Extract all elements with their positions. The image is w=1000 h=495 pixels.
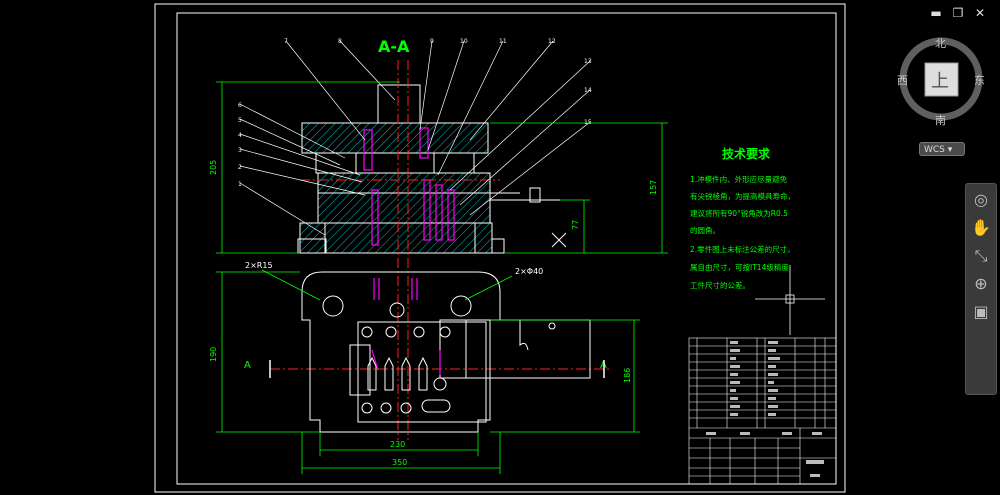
parts-list-table [688, 337, 837, 485]
part-label-10: 10 [460, 38, 468, 45]
leader-lines [239, 40, 591, 236]
dim-width-inner: 230 [390, 440, 405, 449]
part-label-12: 12 [548, 38, 556, 45]
part-label-15: 15 [584, 119, 592, 126]
tech-title: 技术要求 [722, 146, 771, 161]
part-label-4: 4 [238, 132, 242, 139]
plan-view [301, 271, 591, 433]
section-marker-left: A [244, 360, 251, 371]
tech-notes: 1.冲模件内、外形应尽量避免 有尖锐棱角，为提高模具寿命， 建议将所有90°锐角… [690, 174, 795, 290]
part-label-11: 11 [499, 38, 507, 45]
dim-height-right: 157 [649, 180, 658, 195]
tech-line-4: 的圆角。 [690, 225, 720, 235]
close-button[interactable]: ✕ [974, 6, 986, 20]
tech-line-2: 有尖锐棱角，为提高模具寿命， [690, 191, 795, 201]
orbit-icon[interactable]: ⊕ [974, 274, 988, 293]
dim-dia-holes: 2×Φ40 [515, 267, 543, 276]
sheet-outer-border [154, 3, 846, 493]
part-label-5: 5 [238, 117, 242, 124]
viewcube-face-label: 上 [931, 71, 949, 92]
plan-punches [367, 356, 447, 391]
pan-icon[interactable]: ✋ [971, 218, 991, 237]
tech-line-1: 1.冲模件内、外形应尽量避免 [690, 174, 788, 184]
compass-south[interactable]: 南 [935, 114, 946, 127]
restore-button[interactable]: ❐ [952, 6, 964, 20]
parts-list-fills [706, 341, 824, 477]
zoom-icon[interactable]: ⤡ [974, 246, 988, 265]
dim-plan-right: 186 [623, 368, 632, 383]
tech-line-3: 建议将所有90°锐角改为R0.5 [690, 208, 788, 218]
sheet-inner-border [176, 12, 837, 485]
dim-plan-height: 190 [209, 347, 218, 362]
section-title: A-A [378, 37, 410, 56]
part-label-3: 3 [238, 147, 242, 154]
part-label-8: 8 [338, 38, 342, 45]
viewcube-compass-ring [899, 37, 983, 121]
steering-wheel-icon[interactable]: ◎ [974, 190, 988, 209]
viewcube-face-top[interactable] [924, 62, 959, 97]
compass-east[interactable]: 东 [974, 74, 985, 87]
part-label-14: 14 [584, 87, 592, 94]
plan-dimensions [216, 269, 640, 474]
navigation-bar: ◎ ✋ ⤡ ⊕ ▣ [965, 183, 997, 395]
part-label-1: 1 [238, 181, 242, 188]
viewcube[interactable]: 上 北 南 东 西 [897, 37, 985, 127]
minimize-button[interactable]: ▬ [930, 6, 942, 20]
tech-line-5: 2.零件图上未标注公差的尺寸， [690, 244, 795, 254]
section-punches [363, 127, 455, 246]
tech-line-7: 工件尺寸的公差。 [690, 280, 750, 290]
part-label-9: 9 [430, 38, 434, 45]
section-cut-arrows [269, 360, 605, 378]
section-view [297, 84, 560, 254]
section-cross-mark [551, 232, 567, 248]
section-dimensions [216, 81, 668, 254]
part-number-labels: 1 2 3 4 5 6 7 8 9 10 11 12 13 14 15 [238, 38, 592, 188]
compass-west[interactable]: 西 [897, 74, 908, 87]
part-label-6: 6 [238, 102, 242, 109]
dim-height-total: 205 [209, 160, 218, 175]
dim-radius-holes: 2×R15 [245, 261, 273, 270]
plan-holes [322, 295, 556, 414]
compass-north[interactable]: 北 [935, 37, 946, 50]
showmotion-icon[interactable]: ▣ [973, 302, 989, 321]
tech-line-6: 属自由尺寸，可按IT14级精度 [690, 262, 789, 272]
part-label-13: 13 [584, 58, 592, 65]
plan-magenta-pins [371, 278, 441, 375]
crosshair-cursor [755, 265, 825, 335]
wcs-label: WCS [924, 145, 945, 155]
window-controls: ▬ ❐ ✕ [930, 6, 986, 20]
part-label-7: 7 [284, 38, 288, 45]
part-label-2: 2 [238, 164, 242, 171]
chevron-down-icon: ▾ [947, 145, 953, 155]
dim-width-outer: 350 [392, 458, 407, 467]
wcs-menu[interactable]: WCS ▾ [919, 142, 965, 156]
dim-height-small: 77 [571, 220, 580, 230]
